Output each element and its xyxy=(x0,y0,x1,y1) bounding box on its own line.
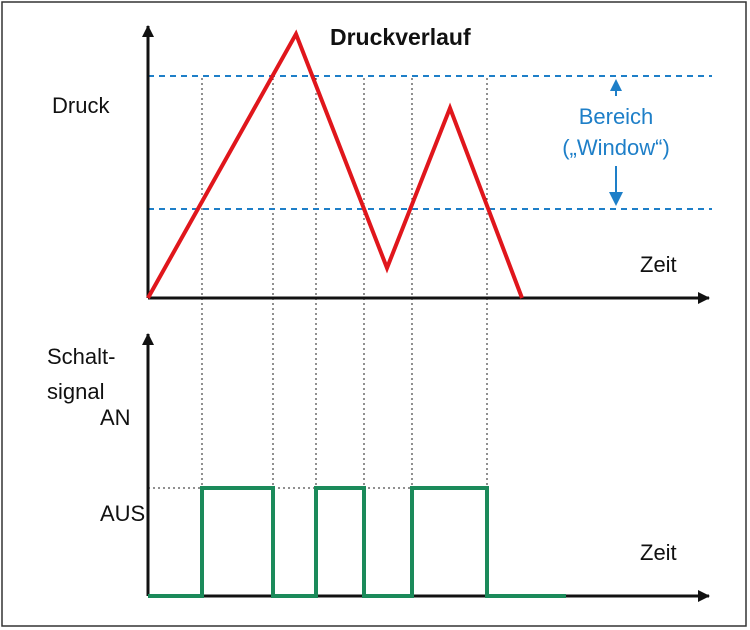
diagram-title: Druckverlauf xyxy=(330,24,471,50)
bottom-x-axis-label: Zeit xyxy=(640,540,677,565)
top-x-axis-label: Zeit xyxy=(640,252,677,277)
bottom-axes xyxy=(142,333,710,602)
level-on-label: AN xyxy=(100,405,131,430)
switch-signal-curve xyxy=(148,486,566,598)
window-label-line2: („Window“) xyxy=(562,135,670,160)
pressure-curve xyxy=(146,29,524,299)
top-y-axis-label: Druck xyxy=(52,93,110,118)
bottom-y-axis-label-line2: signal xyxy=(47,379,104,404)
window-arrow-up-icon xyxy=(610,79,622,91)
window-arrows xyxy=(609,79,623,206)
window-arrow-down-icon xyxy=(609,192,623,206)
top-axes xyxy=(142,25,710,304)
level-off-label: AUS xyxy=(100,501,145,526)
bottom-y-axis-label-line1: Schalt- xyxy=(47,344,115,369)
window-lines xyxy=(148,75,712,210)
window-label-line1: Bereich xyxy=(579,104,654,129)
